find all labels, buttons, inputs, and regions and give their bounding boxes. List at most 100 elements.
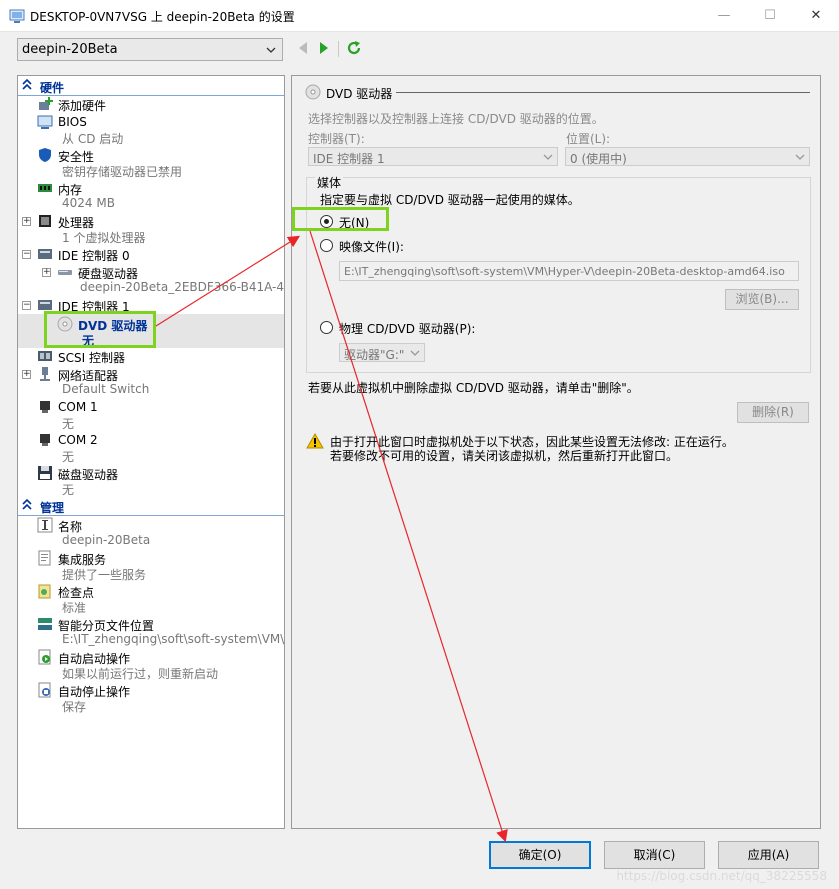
tree-item-detail: 密钥存储驱动器已禁用 (62, 165, 183, 179)
ok-button[interactable]: 确定(O) (489, 841, 591, 869)
tree-item-label: 名称 (58, 520, 83, 534)
tree-item-detail: 标准 (62, 601, 87, 615)
tree-item-label: 硬盘驱动器 (78, 267, 139, 281)
apply-button[interactable]: 应用(A) (718, 841, 819, 869)
tree-item-label: 自动启动操作 (58, 652, 131, 666)
chevron-down-icon (795, 151, 805, 165)
tree-item-detail: 无 (82, 334, 95, 348)
tree-item-label: 自动停止操作 (58, 685, 131, 699)
ide-controller-icon (37, 297, 53, 313)
tree-item-detail: deepin-20Beta_2EBDF366-B41A-46D8... (80, 280, 285, 294)
title-bar: DESKTOP-0VN7VSG 上 deepin-20Beta 的设置 — ☐ … (0, 0, 839, 32)
section-management-label: 管理 (40, 501, 65, 515)
title-divider (396, 92, 810, 93)
controller-label: 控制器(T): (308, 132, 365, 146)
radio-image-file-label[interactable]: 映像文件(I): (339, 240, 404, 254)
vm-select[interactable]: deepin-20Beta (17, 38, 283, 61)
tree-item-label: BIOS (58, 115, 87, 129)
controller-select[interactable]: IDE 控制器 1 (308, 147, 558, 166)
tree-item-detail: 1 个虚拟处理器 (62, 231, 146, 245)
physical-drive-select[interactable]: 驱动器"G:" (339, 343, 425, 362)
collapse-icon[interactable]: − (22, 249, 31, 259)
panel-description: 选择控制器以及控制器上连接 CD/DVD 驱动器的位置。 (308, 112, 604, 126)
tree-item-label: 安全性 (58, 150, 95, 164)
bios-icon (37, 114, 53, 130)
vm-settings-icon (9, 8, 25, 27)
media-description: 指定要与虚拟 CD/DVD 驱动器一起使用的媒体。 (320, 193, 580, 207)
tree-item-label: 智能分页文件位置 (58, 619, 155, 633)
processor-icon (37, 213, 53, 229)
tree-item-detail: Default Switch (62, 382, 150, 396)
name-field-icon (37, 517, 53, 533)
com-port-icon (37, 399, 53, 415)
settings-tree[interactable]: 硬件 添加硬件 BIOS 从 CD 启动 安全性 密钥存储驱动器已禁用 内存 4… (17, 75, 285, 829)
expand-icon[interactable]: + (22, 369, 31, 379)
tree-item-label: COM 2 (58, 433, 98, 447)
physical-drive-value: 驱动器"G:" (344, 348, 405, 362)
tree-item-detail: 无 (62, 450, 75, 464)
tree-item-label: COM 1 (58, 400, 98, 414)
tree-item-label: 磁盘驱动器 (58, 468, 119, 482)
dvd-disc-icon (57, 316, 73, 332)
location-select[interactable]: 0 (使用中) (565, 147, 810, 166)
checkpoint-icon (37, 583, 53, 599)
radio-physical-drive-label[interactable]: 物理 CD/DVD 驱动器(P): (339, 322, 476, 336)
tree-item-label: 网络适配器 (58, 369, 119, 383)
dvd-settings-panel: DVD 驱动器 选择控制器以及控制器上连接 CD/DVD 驱动器的位置。 控制器… (291, 75, 821, 829)
media-group: 媒体 指定要与虚拟 CD/DVD 驱动器一起使用的媒体。 无(N) 映像文件(I… (306, 174, 811, 373)
panel-title: DVD 驱动器 (326, 87, 393, 101)
tree-item-detail: 如果以前运行过，则重新启动 (62, 667, 219, 681)
smart-paging-icon (37, 616, 53, 632)
controller-value: IDE 控制器 1 (313, 152, 385, 166)
section-hardware[interactable]: 硬件 (18, 78, 284, 96)
tree-item-label: DVD 驱动器 (78, 319, 148, 333)
radio-none-label[interactable]: 无(N) (339, 216, 370, 230)
collapse-chevron-icon[interactable] (22, 498, 32, 514)
tree-item-detail: deepin-20Beta (62, 533, 151, 547)
auto-stop-icon (37, 682, 53, 698)
tree-item-label: 添加硬件 (58, 99, 107, 113)
refresh-icon[interactable] (346, 40, 362, 59)
collapse-icon[interactable]: − (22, 300, 31, 310)
tree-item-detail: 保存 (62, 700, 87, 714)
cancel-button[interactable]: 取消(C) (604, 841, 705, 869)
tree-item-label: 处理器 (58, 216, 95, 230)
tree-item-detail: 4024 MB (62, 196, 115, 210)
forward-arrow-icon[interactable] (318, 41, 330, 58)
maximize-button[interactable]: ☐ (764, 8, 776, 23)
section-hardware-label: 硬件 (40, 81, 65, 95)
close-button[interactable]: ✕ (810, 8, 822, 23)
tree-item-label: 检查点 (58, 586, 95, 600)
image-path-field[interactable]: E:\IT_zhengqing\soft\soft-system\VM\Hype… (339, 261, 799, 281)
browse-button[interactable]: 浏览(B)... (725, 289, 799, 310)
expand-icon[interactable]: + (22, 216, 31, 226)
vm-select-value: deepin-20Beta (22, 42, 118, 57)
location-value: 0 (使用中) (570, 152, 627, 166)
tree-item-detail: 无 (62, 483, 75, 497)
auto-start-icon (37, 649, 53, 665)
watermark: https://blog.csdn.net/qq_38225558 (616, 869, 827, 883)
tree-item-label: SCSI 控制器 (58, 351, 125, 365)
toolbar-separator (338, 41, 339, 57)
radio-selected-dot (324, 219, 329, 224)
warning-icon (306, 432, 324, 452)
location-label: 位置(L): (566, 132, 611, 146)
tree-item-label: IDE 控制器 1 (58, 300, 130, 314)
radio-image-file[interactable] (320, 239, 333, 252)
com-port-icon (37, 432, 53, 448)
chevron-down-icon (410, 347, 420, 361)
tree-item-detail: E:\IT_zhengqing\soft\soft-system\VM\Hyp.… (62, 632, 285, 646)
media-group-label: 媒体 (315, 174, 344, 191)
tree-item-detail: 从 CD 启动 (62, 132, 124, 146)
expand-icon[interactable]: + (42, 267, 51, 277)
collapse-chevron-icon[interactable] (22, 78, 32, 94)
remove-button[interactable]: 删除(R) (737, 402, 809, 423)
back-arrow-icon[interactable] (297, 41, 309, 58)
integration-services-icon (37, 550, 53, 566)
floppy-disk-icon (37, 465, 53, 481)
radio-none[interactable] (320, 215, 333, 228)
minimize-button[interactable]: — (717, 8, 731, 23)
radio-physical-drive[interactable] (320, 321, 333, 334)
chevron-down-icon (543, 151, 553, 165)
section-management[interactable]: 管理 (18, 498, 284, 516)
